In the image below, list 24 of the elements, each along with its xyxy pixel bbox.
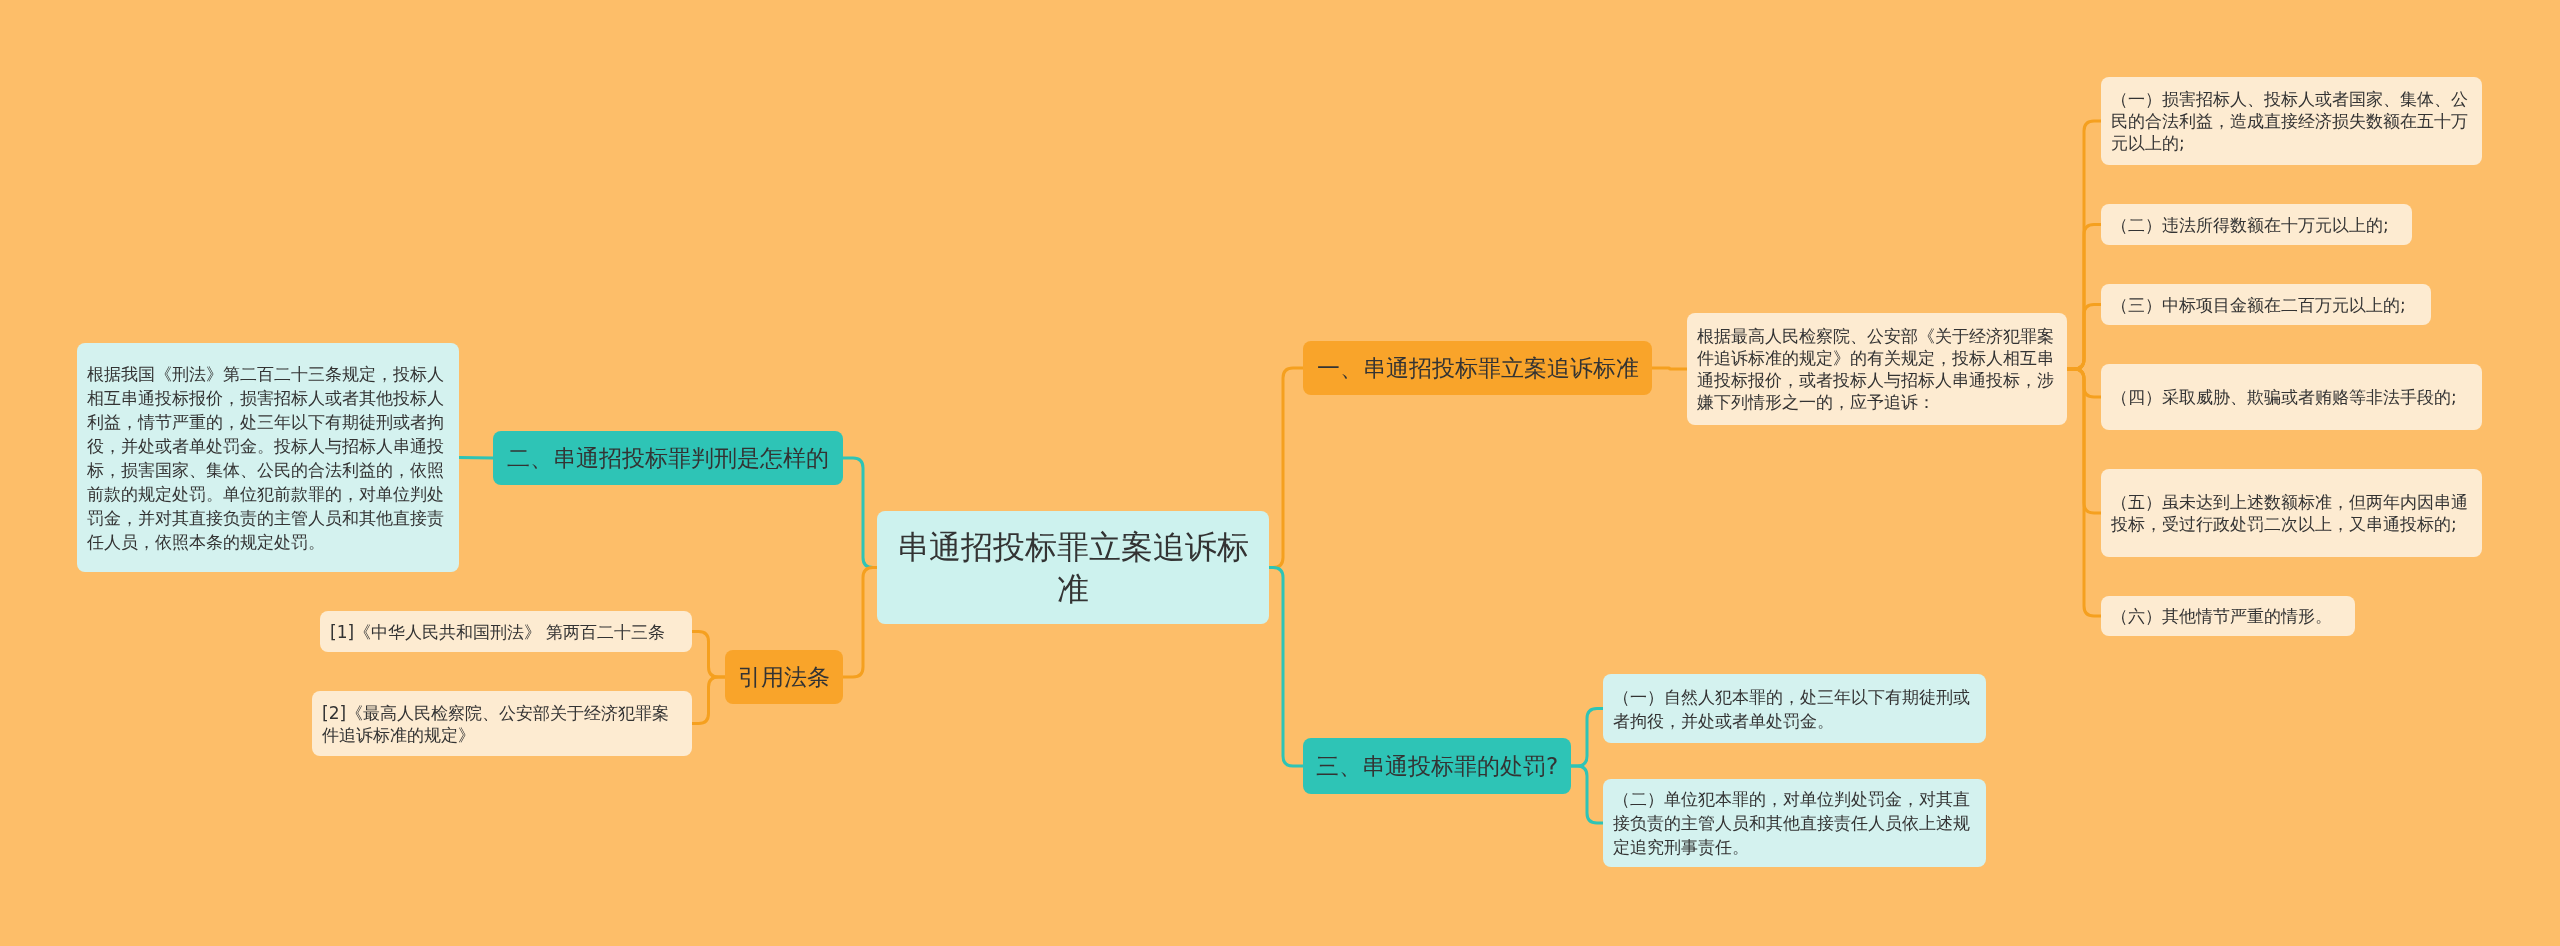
text-box: [2]《最高人民检察院、公安部关于经济犯罪案件追诉标准的规定》 <box>312 691 692 756</box>
central-topic-box: 串通招投标罪立案追诉标准 <box>877 511 1269 624</box>
connector <box>2067 367 2101 618</box>
branch-box: 三、串通投标罪的处罚? <box>1303 738 1571 794</box>
branch-box: 二、串通招投标罪判刑是怎样的 <box>493 431 843 485</box>
connector <box>1269 566 1303 768</box>
text-box: 根据最高人民检察院、公安部《关于经济犯罪案件追诉标准的规定》的有关规定，投标人相互串通投标报价，或者投标人与招标人串通投标，涉嫌下列情形之一的，应予追诉： <box>1687 313 2067 425</box>
text-box: [1]《中华人民共和国刑法》 第两百二十三条 <box>320 611 692 652</box>
connector <box>458 456 494 460</box>
branch-box: 一、串通招投标罪立案追诉标准 <box>1303 341 1652 395</box>
text-box: （三）中标项目金额在二百万元以上的; <box>2101 284 2431 325</box>
connector <box>1571 764 1603 825</box>
text-box: （六）其他情节严重的情形。 <box>2101 596 2355 636</box>
branch-box: 引用法条 <box>725 650 843 704</box>
text-box: 根据我国《刑法》第二百二十三条规定，投标人相互串通投标报价，损害招标人或者其他投标人利益，情节严重的，处三年以下有期徒刑或者拘役，并处或者单处罚金。投标人与招标人串通投标，损害国家、集体、公民的合法利益的，依照前款的规定处罚。单位犯前款罪的，对单位判处罚金，并对其直接负责的主管人员和其他直接责任人员，依照本条的规定处罚。 <box>77 343 459 572</box>
text-box: （一）损害招标人、投标人或者国家、集体、公民的合法利益，造成直接经济损失数额在五十万元以上的; <box>2101 77 2482 165</box>
connector <box>1652 366 1687 371</box>
text-box: （一）自然人犯本罪的，处三年以下有期徒刑或者拘役，并处或者单处罚金。 <box>1603 674 1986 743</box>
text-box: （二）单位犯本罪的，对单位判处罚金，对其直接负责的主管人员和其他直接责任人员依上述规定追究刑事责任。 <box>1603 779 1986 867</box>
connector <box>843 566 877 679</box>
text-box: （二）违法所得数额在十万元以上的; <box>2101 204 2412 245</box>
text-box: （五）虽未达到上述数额标准，但两年内因串通投标，受过行政处罚二次以上，又串通投标的; <box>2101 469 2482 557</box>
text-box: （四）采取威胁、欺骗或者贿赂等非法手段的; <box>2101 364 2482 430</box>
connector <box>692 675 725 725</box>
